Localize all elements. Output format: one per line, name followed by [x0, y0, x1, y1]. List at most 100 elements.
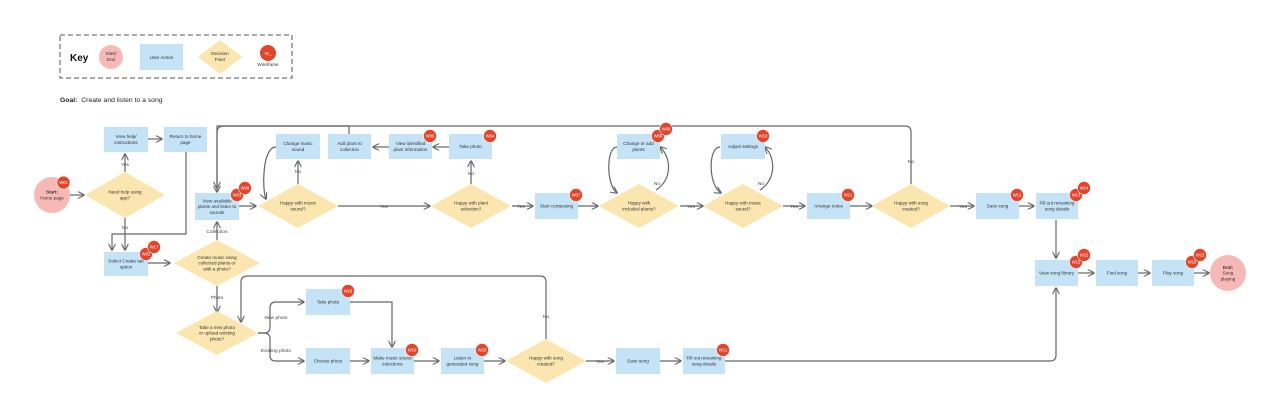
wireframe-badge — [1077, 181, 1091, 195]
wireframe-badge — [238, 181, 252, 195]
node-a-choosephoto: Choose photo — [306, 348, 350, 374]
edge-label-no: No — [122, 225, 128, 231]
wireframe-badge-text: W12 — [1013, 193, 1022, 198]
wireframe-badge — [756, 129, 770, 143]
edge-label-yes: Yes — [121, 162, 129, 168]
legend-wireframe-badge-text: W_ — [265, 51, 272, 56]
wireframe-badge-text: W13 — [1072, 193, 1081, 198]
node-a-viewhelp: View help/instructions — [104, 127, 148, 152]
action-shape — [164, 127, 207, 152]
edge-labels: Yes No Collection Photo No Yes No Yes No… — [121, 159, 967, 365]
wireframe-badge-text: W02 — [142, 252, 151, 257]
edge-label-no: No — [758, 181, 764, 187]
action-shape — [276, 134, 320, 159]
terminal-shape — [1210, 255, 1246, 291]
wireframe-badge-text: W04 — [486, 134, 495, 139]
wireframe-badge — [147, 240, 161, 254]
decision-shape — [506, 339, 586, 383]
wireframe-badge — [405, 343, 419, 357]
wireframe-badge — [56, 175, 71, 190]
edges — [70, 125, 1209, 361]
edge — [759, 147, 774, 191]
goal-label: Goal: — [60, 97, 77, 104]
edge — [241, 275, 547, 339]
wireframe-badge-text: W08 — [241, 186, 250, 191]
wireframe-badge — [1193, 248, 1207, 262]
goal-line: Goal: Create and listen to a song — [60, 97, 163, 104]
edge-label-no: No — [295, 169, 301, 175]
node-label: View help/instructions — [114, 134, 138, 145]
edge-label-collection: Collection — [206, 229, 227, 235]
wireframe-badge — [423, 129, 437, 143]
node-label: Choose photo — [314, 359, 343, 364]
wireframe-badge — [841, 188, 855, 202]
action-shape — [616, 348, 660, 374]
edge-label-yes: Yes — [517, 204, 525, 210]
decision-shape — [176, 311, 258, 355]
wireframe-badge-text: W15 — [1072, 260, 1081, 265]
edge-label-existing-photo: Existing photo — [261, 348, 291, 354]
wireframe-badge-text: W06 — [654, 134, 663, 139]
node-label: Adjust settings — [728, 144, 759, 149]
edge-label-photo: Photo — [211, 295, 224, 301]
edge-label-yes: Yes — [959, 204, 967, 210]
edge-label-yes: Yes — [596, 359, 604, 365]
action-shape — [104, 127, 148, 152]
node-a-save2: Save song — [616, 348, 660, 374]
edge-label-yes: Yes — [380, 204, 388, 210]
edge — [655, 147, 670, 191]
node-label: Start:Home page — [40, 190, 64, 201]
legend-terminal-shape — [99, 45, 123, 69]
wireframe-badge — [483, 129, 497, 143]
wireframe-badge-text: W19 — [408, 348, 417, 353]
wireframe-badge-text: W20 — [478, 348, 487, 353]
decision-shape — [431, 184, 511, 228]
wireframe-badge-text: W16 — [1188, 260, 1197, 265]
decision-shape — [258, 184, 338, 228]
node-a-takephoto1: Take photo W04 — [449, 129, 497, 159]
wireframe-badge — [475, 343, 489, 357]
wireframe-badge-text: W17 — [150, 245, 159, 250]
edge-label-no: No — [543, 314, 549, 320]
node-label: View song library — [1039, 271, 1075, 276]
wireframe-badge-text: W11 — [844, 193, 853, 198]
node-a-arrange: Arrange notes W11 — [807, 188, 855, 219]
action-shape — [306, 348, 350, 374]
node-label: Take photo — [459, 144, 482, 149]
legend-title: Key — [70, 53, 89, 64]
edge — [112, 152, 187, 250]
wireframe-badge-text: W07 — [572, 193, 581, 198]
node-label: Arrange notes — [814, 204, 844, 209]
decision-shape — [703, 184, 783, 228]
